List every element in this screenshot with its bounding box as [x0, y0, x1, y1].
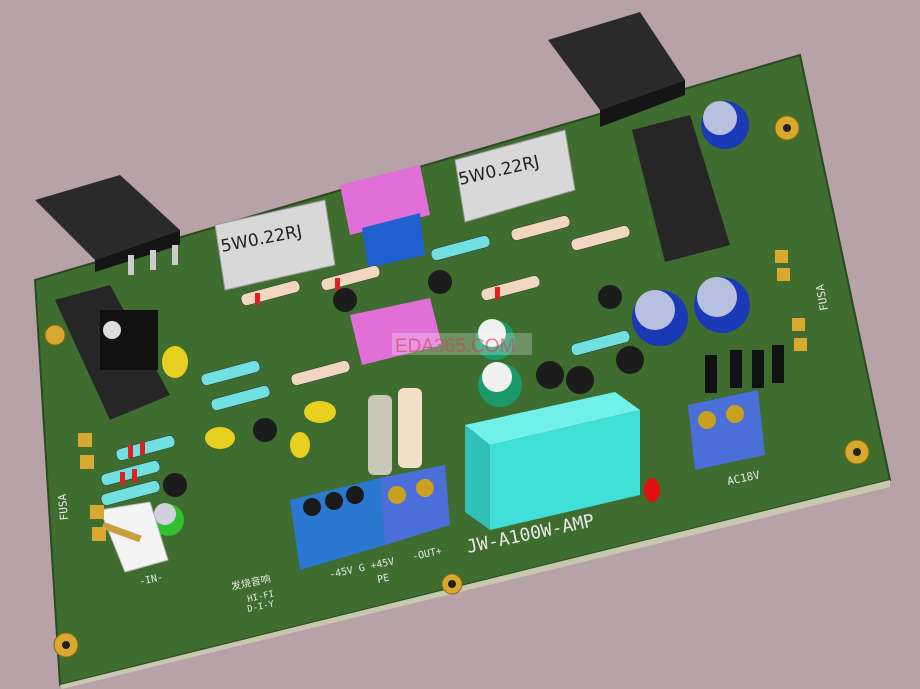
- fuse-label: FUSA: [56, 493, 71, 521]
- fuse-pads: [78, 250, 807, 541]
- resistors: [100, 215, 631, 506]
- diodes: [705, 345, 784, 393]
- resistor: [368, 395, 392, 475]
- input-label: -IN-: [138, 572, 164, 588]
- power-transistor: [35, 175, 180, 275]
- trimmer-potentiometer: [362, 213, 425, 268]
- terminal-block-power: [290, 478, 385, 570]
- watermark-backdrop: [392, 333, 532, 355]
- watermark: EDA365.COM: [395, 336, 515, 357]
- terminal-block-ac: [688, 390, 765, 470]
- pe-label: PE: [376, 573, 390, 586]
- resistor-color-bands: [120, 278, 500, 485]
- ceramic-capacitors: [162, 346, 336, 458]
- cement-resistor: 5W0.22RJ: [214, 199, 336, 291]
- power-transistor: [55, 115, 730, 420]
- relay: [465, 392, 640, 530]
- terminal-block-output: [380, 465, 450, 545]
- input-connector: [99, 501, 169, 573]
- board-edge: [60, 480, 890, 689]
- power-transistor: [548, 12, 685, 127]
- resistor: [398, 388, 422, 468]
- electrolytic-capacitors: [152, 101, 750, 536]
- mounting-holes: [44, 115, 870, 658]
- led: [644, 478, 660, 502]
- pink-capacitor: [350, 298, 442, 365]
- small-transistors: [163, 270, 644, 497]
- cement-resistor: 5W0.22RJ: [454, 129, 576, 223]
- fuse-label: FUSA: [813, 283, 830, 312]
- mounting-hole-centers: [62, 124, 861, 649]
